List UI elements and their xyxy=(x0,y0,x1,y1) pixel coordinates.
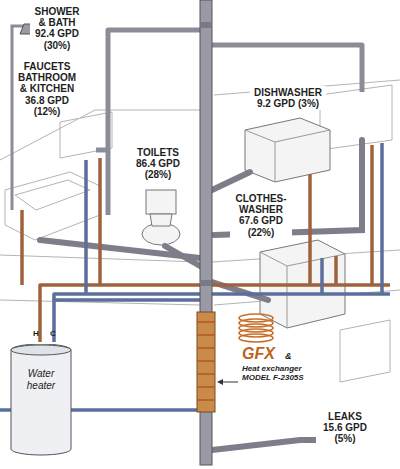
usage-callout: TOILETS 86.4 GPD (28%) xyxy=(130,146,186,182)
usage-callout: FAUCETS BATHROOM & KITCHEN 36.8 GPD (12%… xyxy=(14,60,80,118)
usage-callout: DISHWASHER 9.2 GPD (3%) xyxy=(250,86,326,110)
usage-callout: LEAKS 15.6 GPD (5%) xyxy=(316,410,374,446)
tank-label: Water heater xyxy=(18,368,64,391)
brand-ampersand: & xyxy=(283,350,294,362)
brand-name: GFX xyxy=(240,344,277,364)
tank-outline xyxy=(10,344,72,456)
model-label: Heat exchanger MODEL F-2305S xyxy=(240,364,328,384)
usage-callout: SHOWER & BATH 92.4 GPD (30%) xyxy=(30,5,84,52)
hot-marker: H xyxy=(31,329,41,340)
usage-callout: CLOTHES-WASHER 67.6 GPD (22%) xyxy=(230,192,292,239)
water-heater-tank: Water heater xyxy=(10,344,72,456)
cold-marker: C xyxy=(48,329,58,340)
